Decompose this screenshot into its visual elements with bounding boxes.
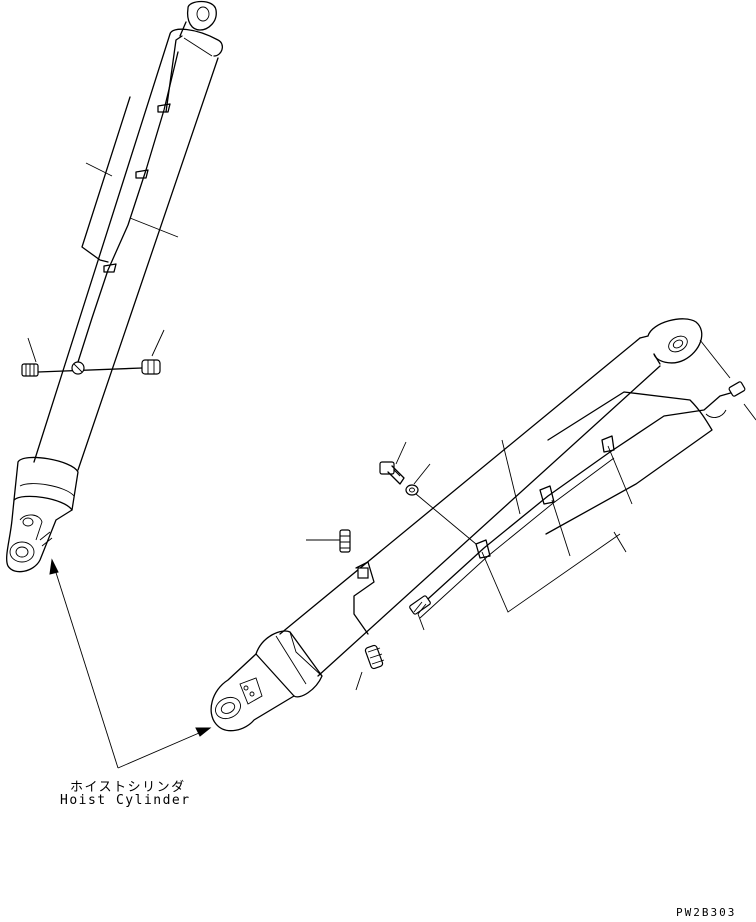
right-top-fitting [705, 381, 756, 421]
right-leader-5 [481, 533, 621, 613]
grease-fitting-lower-leader [355, 671, 363, 691]
grease-fitting-upper [339, 529, 351, 553]
right-cylinder-barrel [279, 337, 661, 677]
washer-leader [413, 463, 431, 485]
left-hose-guard [81, 96, 131, 263]
right-hose-guard [545, 391, 713, 535]
callout-arrows [49, 558, 212, 769]
washer-to-clamp-line [415, 493, 477, 545]
right-leader-guard [699, 339, 731, 379]
left-leader-4 [151, 329, 165, 357]
right-leader-1 [501, 439, 521, 515]
callout-arrowhead-right [195, 727, 212, 737]
hose-end-leader [417, 613, 425, 631]
left-hoist-cylinder [6, 0, 224, 573]
left-leader-3 [27, 337, 37, 363]
drawing-code: PW2B303 [676, 906, 737, 919]
bracket-plate [353, 561, 375, 635]
right-hoist-cylinder [210, 318, 756, 732]
left-leader-2 [129, 217, 179, 238]
left-cylinder-top-cap [169, 28, 224, 57]
right-leader-4 [613, 531, 627, 553]
right-leader-3 [607, 445, 633, 505]
grease-fitting-lower [364, 644, 385, 670]
left-fitting-right [141, 359, 161, 375]
right-cylinder-collar [255, 630, 323, 698]
right-cylinder-hose [417, 391, 735, 609]
left-cylinder-collar [13, 456, 79, 511]
right-cylinder-top-eye [639, 318, 703, 365]
hose-end-fitting [409, 595, 431, 615]
right-cylinder-bottom-eye [210, 653, 295, 732]
bolt [379, 461, 405, 485]
right-leader-2 [551, 499, 571, 557]
left-cross-hose [37, 367, 143, 373]
callout-arrowhead-left [49, 558, 59, 575]
right-hose-clamp [475, 435, 615, 559]
left-cylinder-hose [77, 51, 179, 363]
washer [405, 484, 419, 496]
left-cylinder-top-eye [179, 0, 217, 37]
callout-arrow-left [51, 559, 119, 769]
left-hose-clamp [103, 103, 171, 273]
part-name-en: Hoist Cylinder [60, 793, 191, 808]
part-name-jp: ホイストシリンダ [70, 780, 186, 795]
left-cylinder-bottom-eye [6, 499, 73, 573]
callout-arrow-right [117, 729, 207, 769]
left-cylinder-barrel [33, 33, 219, 471]
left-fitting-tee [71, 361, 85, 375]
bolt-leader [395, 441, 407, 465]
left-leader-1 [85, 162, 113, 177]
left-fitting-left [21, 363, 39, 377]
